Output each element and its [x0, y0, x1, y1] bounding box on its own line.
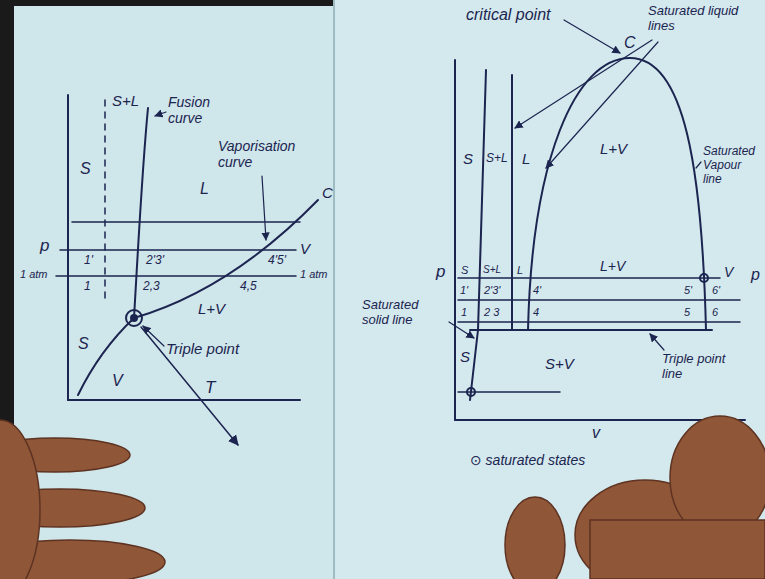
diagram-label: Saturated liquid lines [648, 4, 760, 34]
saturated-state-marker [467, 388, 475, 396]
isobar [56, 275, 296, 277]
vaporisation-curve [134, 200, 318, 318]
saturated-state-marker [700, 274, 708, 282]
diagram-label: S [463, 150, 473, 167]
leader-line [650, 334, 664, 350]
diagram-label: 4,5 [240, 280, 257, 294]
p-axis [67, 95, 69, 400]
triple-point-marker [126, 310, 142, 326]
diagram-label: L [517, 264, 523, 277]
leader-line [155, 112, 166, 116]
leader-line [515, 40, 652, 128]
diagram-label: L+V [600, 140, 627, 157]
diagram-label: p [436, 262, 445, 282]
diagram-label: 1 [84, 280, 91, 294]
diagram-label: 5 [684, 306, 690, 319]
isobar [458, 321, 740, 323]
isobar [458, 391, 560, 393]
diagram-label: V [300, 240, 310, 257]
triple-point-line [470, 329, 712, 331]
sublimation-curve [78, 318, 134, 395]
diagram-label: 2 3 [484, 306, 499, 319]
diagram-label: 4' [533, 284, 541, 297]
diagram-label: S+L [112, 92, 139, 109]
diagram-label: T [205, 378, 215, 398]
leader-line [696, 162, 701, 168]
diagram-label: Saturated Vapour line [703, 145, 763, 186]
diagram-label: Triple point [166, 340, 239, 357]
hand [0, 420, 40, 579]
diagram-label: 2'3' [484, 284, 500, 297]
diagram-label: p [40, 236, 49, 256]
diagram-label: L [200, 180, 209, 198]
diagram-label: L+V [600, 258, 625, 274]
leader-line [564, 20, 620, 53]
diagram-label: S+L [483, 264, 501, 276]
t-axis [68, 399, 300, 401]
diagram-label: Saturated solid line [362, 298, 448, 328]
leader-line [143, 326, 164, 346]
diagram-label: C [624, 34, 636, 52]
isobar [458, 299, 740, 301]
saturated-liquid-line [511, 75, 513, 330]
saturation-dome [528, 58, 706, 330]
dashed-line [104, 100, 106, 300]
diagram-label: Vaporisation curve [218, 138, 318, 170]
diagram-label: S+L [486, 152, 508, 166]
diagram-label: 6 [712, 306, 718, 319]
diagram-label: V [724, 264, 733, 280]
p-axis [454, 60, 456, 420]
diagram-label: S+V [545, 355, 574, 372]
page-fold [333, 0, 335, 579]
diagram-label: p [751, 266, 760, 284]
diagram-label: 5' [684, 284, 692, 297]
diagram-label: S [461, 264, 468, 277]
diagram-label: 4'5' [268, 254, 286, 268]
diagram-label: 1 [461, 306, 467, 319]
isobar [458, 277, 720, 279]
leader-line [449, 322, 474, 338]
diagram-label: critical point [466, 6, 550, 24]
diagram-label: Fusion curve [168, 94, 230, 126]
diagram-label: 2'3' [146, 254, 164, 268]
diagram-label: 1 atm [300, 268, 328, 281]
diagram-label: L+V [198, 300, 225, 317]
leader-line [262, 176, 266, 240]
diagram-label: 4 [533, 306, 539, 319]
diagram-label: C [322, 184, 333, 201]
diagram-label: S [78, 335, 89, 353]
diagram-label: 1' [460, 284, 468, 297]
hand [590, 520, 765, 579]
diagram-label: 1 atm [20, 268, 48, 281]
diagram-label: Triple point line [662, 352, 742, 382]
isobar [72, 221, 300, 223]
finger [505, 497, 565, 579]
diagram-label: L [522, 150, 530, 167]
diagram-label: V [112, 372, 123, 390]
diagram-label: S [80, 160, 91, 178]
diagram-label: 1' [84, 254, 93, 268]
isobar [60, 249, 296, 251]
diagram-label: S [460, 348, 470, 365]
diagram-label: v [592, 424, 600, 442]
triple-point-dot [131, 315, 137, 321]
diagram-label: ⊙ saturated states [470, 452, 585, 468]
diagram-label: 6' [712, 284, 720, 297]
diagram-label: 2,3 [143, 280, 160, 294]
leader-line [546, 42, 658, 168]
